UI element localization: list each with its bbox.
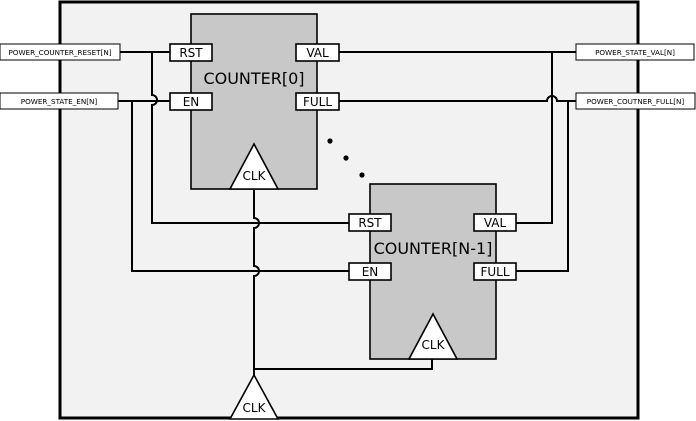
counter-0-val-label: VAL: [306, 46, 329, 60]
counter-n-1-clock-label: CLK: [422, 338, 446, 352]
wires: [118, 51, 576, 375]
enable-signal-label: POWER_STATE_EN[N]: [21, 97, 98, 106]
enable-signal-box: [0, 92, 119, 110]
counter-n-1-title: COUNTER[N-1]: [374, 239, 493, 258]
full-signal-box: [575, 92, 696, 110]
ellipsis-dots: [327, 138, 365, 178]
counter-n-1-block: COUNTER[N-1] RST EN VAL FULL CLK: [348, 183, 517, 360]
val-signal-label: POWER_STATE_VAL[N]: [595, 48, 675, 57]
enclosure: [58, 0, 640, 420]
counter-n-1-full-label: FULL: [480, 265, 509, 279]
counter-0-clock-triangle: [228, 142, 280, 190]
full-signal-label: POWER_COUTNER_FULL[N]: [587, 97, 685, 106]
counter-0-val-pin: [295, 43, 340, 62]
counter-0-clock-label: CLK: [243, 169, 267, 183]
counter-0-en-label: EN: [183, 95, 200, 109]
counter-n-1-rst-label: RST: [358, 216, 382, 230]
counter-n-1-full-pin: [473, 262, 517, 281]
main-clock-label: CLK: [243, 401, 267, 415]
counter-n-1-val-label: VAL: [484, 216, 507, 230]
counter-0-block: COUNTER[0] RST EN VAL FULL CLK: [169, 13, 340, 190]
counter-n-1-en-label: EN: [362, 265, 379, 279]
reset-signal-box: [0, 43, 121, 61]
counter-n-1-rst-pin: [348, 213, 392, 232]
counter-n-1-val-pin: [473, 213, 517, 232]
counter-0-title: COUNTER[0]: [203, 69, 304, 88]
counter-0-rst-label: RST: [179, 46, 203, 60]
counter-0-full-pin: [295, 92, 340, 111]
counter-n-1-en-pin: [348, 262, 392, 281]
counter-0-en-pin: [169, 92, 213, 111]
val-signal-box: [575, 43, 695, 61]
counter-0-full-label: FULL: [303, 95, 332, 109]
main-clock-triangle: [228, 373, 280, 420]
main-clock: CLK: [228, 373, 280, 420]
external-signals: POWER_COUNTER_RESET[N] POWER_STATE_EN[N]…: [0, 43, 696, 110]
counter-0-rst-pin: [169, 43, 213, 62]
reset-signal-label: POWER_COUNTER_RESET[N]: [8, 48, 111, 57]
counter-n-1-clock-triangle: [407, 312, 459, 360]
